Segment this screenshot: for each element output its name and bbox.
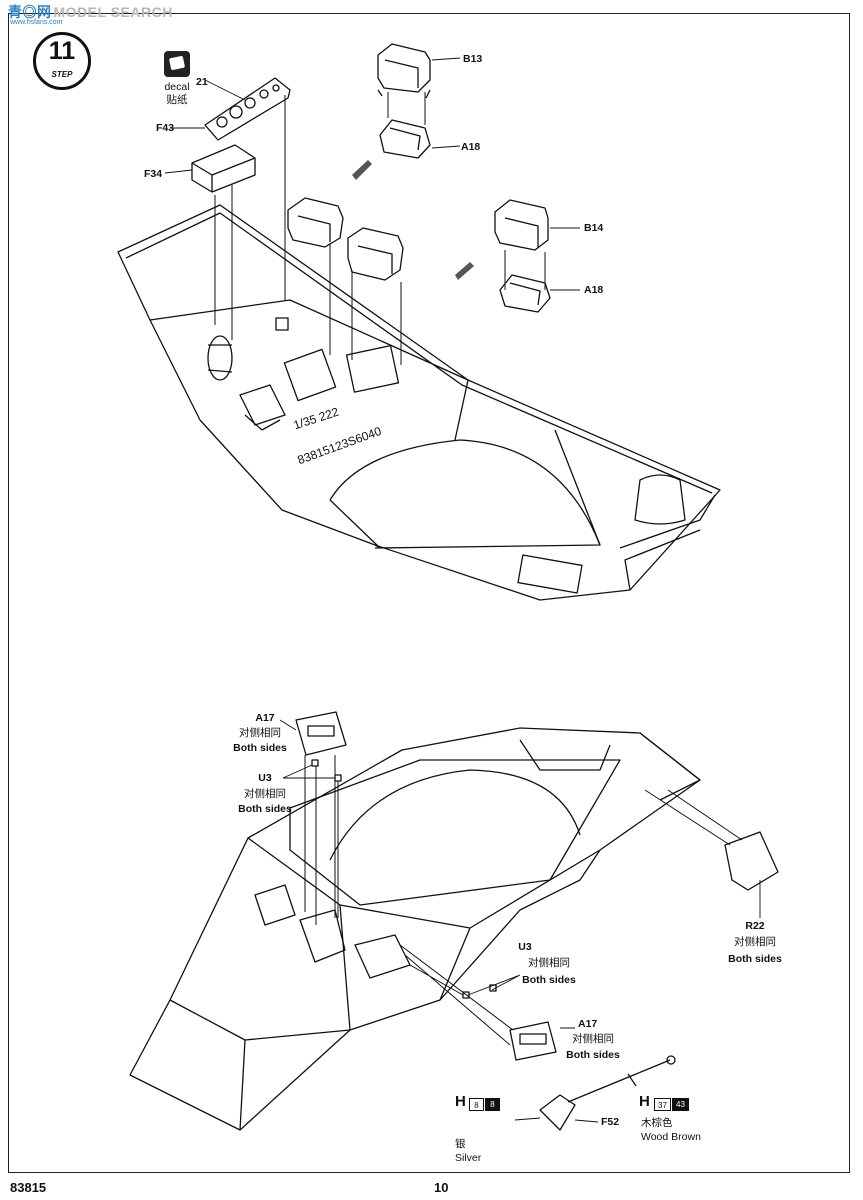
seat-b14 bbox=[494, 199, 549, 251]
decal-icon bbox=[164, 51, 190, 77]
label-f52: F52 bbox=[601, 1116, 620, 1128]
paint-wood-brown-en: Wood Brown bbox=[641, 1131, 701, 1143]
page-number: 10 bbox=[434, 1180, 449, 1195]
part-a17-left bbox=[295, 711, 347, 756]
watermark-en: MODEL SEARCH bbox=[53, 4, 173, 20]
paint-silver-cn: 银 bbox=[455, 1138, 466, 1150]
label-u3-right-cn: 对侧相同 bbox=[528, 957, 570, 969]
part-u3-clips bbox=[311, 759, 497, 999]
label-u3-right-part: U3 bbox=[518, 941, 532, 953]
seat-upper-mid bbox=[347, 227, 404, 281]
step-label: STEP bbox=[51, 70, 73, 79]
label-r22-en: Both sides bbox=[728, 953, 782, 965]
paint-silver-en: Silver bbox=[455, 1152, 482, 1164]
label-part-a18-right: A18 bbox=[584, 284, 604, 296]
watermark-cn: 青◎网 bbox=[8, 4, 52, 20]
part-f52-tool bbox=[539, 1055, 676, 1131]
label-part-b14: B14 bbox=[584, 222, 604, 234]
label-u3-left-en: Both sides bbox=[238, 803, 292, 815]
page-frame bbox=[8, 13, 850, 1173]
seat-upper-left bbox=[287, 197, 344, 248]
upper-hull-interior bbox=[117, 204, 721, 601]
watermark-url: www.hsfans.com bbox=[10, 19, 63, 26]
label-u3-left-cn: 对侧相同 bbox=[244, 788, 286, 800]
label-r22-cn: 对侧相同 bbox=[734, 936, 776, 948]
lower-guide-lines bbox=[304, 755, 743, 1046]
label-a17-right-part: A17 bbox=[578, 1018, 598, 1030]
seat-b13 bbox=[377, 43, 431, 99]
upper-leader-lines bbox=[164, 57, 580, 291]
label-part-a18-top: A18 bbox=[461, 141, 481, 153]
paint-silver-code-2: 8 bbox=[485, 1098, 500, 1111]
decal-label-en: decal bbox=[164, 81, 190, 93]
lower-hull-exterior bbox=[129, 727, 701, 1131]
label-a17-right-en: Both sides bbox=[566, 1049, 620, 1061]
paint-wood-brown-code-2: 43 bbox=[672, 1098, 689, 1111]
upper-guide-lines bbox=[214, 92, 546, 365]
label-part-f34: F34 bbox=[144, 168, 163, 180]
kit-number: 83815 bbox=[10, 1180, 47, 1195]
label-part-f43: F43 bbox=[156, 122, 175, 134]
part-r22 bbox=[724, 831, 779, 891]
lower-leader-lines bbox=[279, 719, 761, 1123]
label-u3-right-en: Both sides bbox=[522, 974, 576, 986]
label-a17-left-part: A17 bbox=[255, 712, 275, 724]
label-part-21: 21 bbox=[196, 76, 208, 88]
label-r22-part: R22 bbox=[745, 920, 765, 932]
label-a17-right-cn: 对侧相同 bbox=[572, 1033, 614, 1045]
paint-wood-brown-code-1: 37 bbox=[654, 1098, 671, 1111]
part-f34-box bbox=[191, 144, 256, 193]
label-a17-left-en: Both sides bbox=[233, 742, 287, 754]
step-number: 11 bbox=[48, 37, 76, 65]
hatched-marks bbox=[352, 160, 474, 280]
paint-silver-letter: H bbox=[455, 1093, 466, 1110]
label-a17-left-cn: 对侧相同 bbox=[239, 727, 281, 739]
paint-wood-brown-cn: 木棕色 bbox=[641, 1117, 673, 1129]
step-badge: 11 STEP bbox=[33, 32, 91, 90]
label-part-b13: B13 bbox=[463, 53, 483, 65]
part-21-plate bbox=[204, 77, 291, 141]
paint-wood-brown-letter: H bbox=[639, 1093, 650, 1110]
label-u3-left-part: U3 bbox=[258, 772, 272, 784]
decal-label-cn: 贴纸 bbox=[166, 94, 188, 106]
seat-a18-top bbox=[379, 119, 431, 159]
part-a17-right bbox=[509, 1021, 557, 1061]
seat-a18-right bbox=[499, 274, 551, 313]
paint-silver-code-1: 8 bbox=[469, 1098, 484, 1111]
